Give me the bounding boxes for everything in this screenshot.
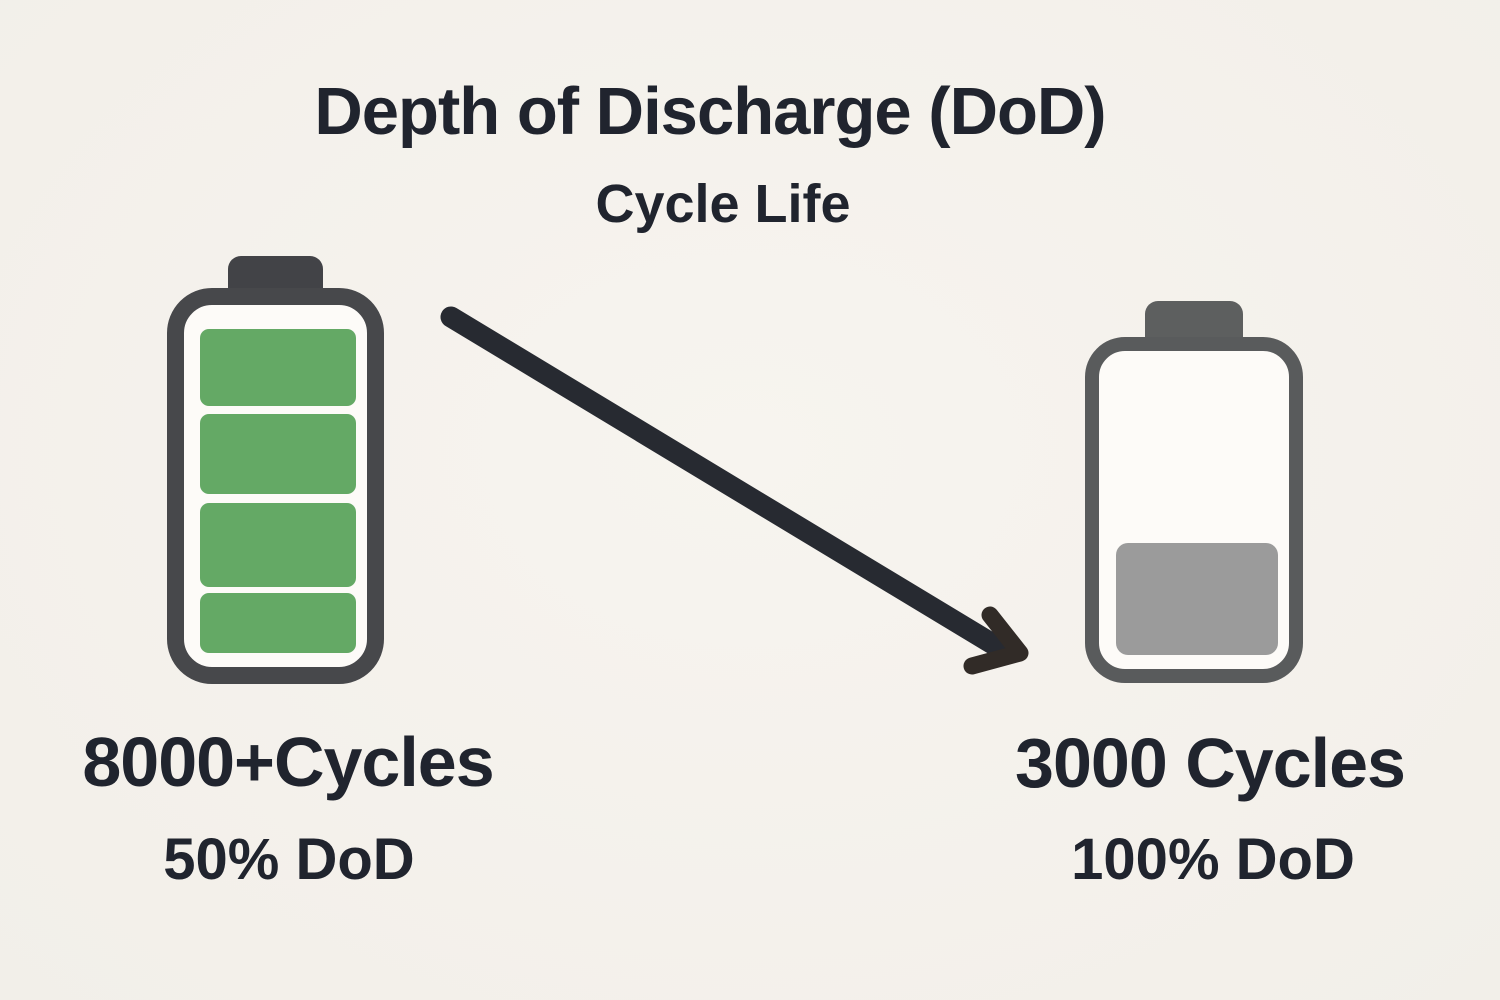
battery-charge-segment xyxy=(200,593,356,653)
battery-charge-segment xyxy=(200,503,356,587)
arrow-head xyxy=(963,606,1029,675)
arrow-shaft xyxy=(440,306,1012,660)
page-subtitle: Cycle Life xyxy=(595,174,851,234)
battery-charge-segment xyxy=(200,329,356,406)
left-dod-label: 50% DoD xyxy=(163,827,415,892)
battery-charge-segment xyxy=(1116,543,1278,655)
right-cycles-label: 3000 Cycles xyxy=(1015,724,1406,802)
page-title: Depth of Discharge (DoD) xyxy=(314,74,1106,149)
right-dod-label: 100% DoD xyxy=(1071,827,1355,892)
battery-cap xyxy=(1145,301,1243,341)
battery-cap xyxy=(228,256,323,294)
battery-charge-segment xyxy=(200,414,356,494)
left-cycles-label: 8000+Cycles xyxy=(82,723,494,801)
